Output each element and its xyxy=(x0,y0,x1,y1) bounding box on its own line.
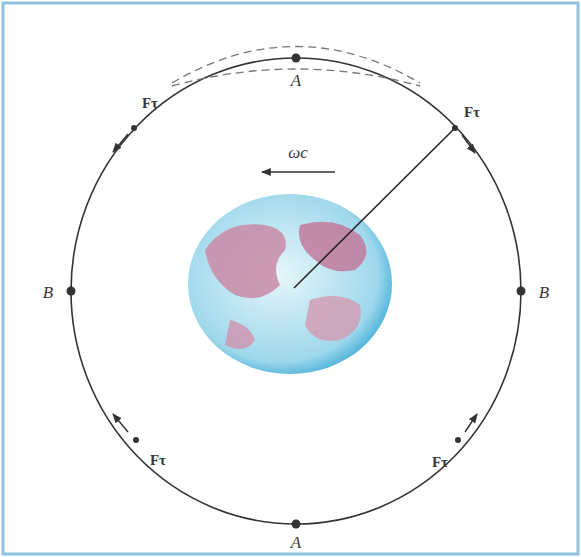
omega-label: ωc xyxy=(288,144,308,161)
force-label: Fτ xyxy=(142,96,158,111)
point-label: A xyxy=(291,534,301,551)
force-label: Fτ xyxy=(432,455,448,470)
point-label: B xyxy=(43,284,53,301)
force-label: Fτ xyxy=(150,453,166,468)
point-label: A xyxy=(291,72,301,89)
point-label: B xyxy=(539,284,549,301)
force-label: Fτ xyxy=(464,105,480,120)
